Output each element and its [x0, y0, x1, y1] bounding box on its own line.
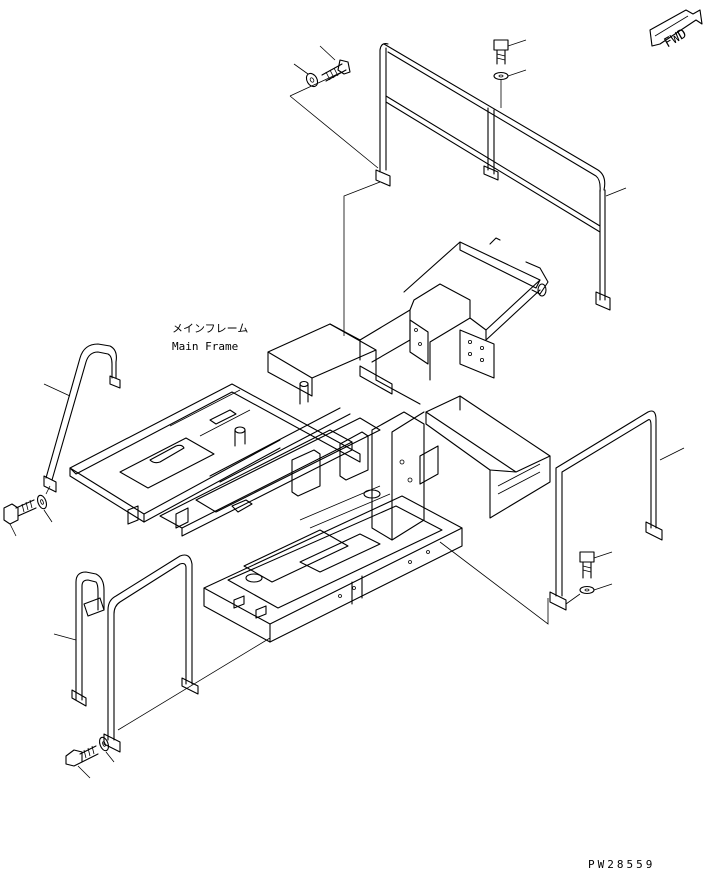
bolt-top-left[interactable] [319, 45, 351, 82]
bolt-right[interactable] [579, 551, 613, 579]
drawing-number: PW28559 [588, 858, 655, 871]
main-frame-label-en: Main Frame [172, 340, 238, 353]
bolt-top-right[interactable] [493, 39, 527, 65]
leader-frame-to-right [439, 541, 549, 625]
leader-handrail-to-frame [343, 181, 381, 336]
right-handrail[interactable] [549, 410, 685, 611]
bolt-left[interactable] [3, 499, 37, 537]
washer-right[interactable] [579, 583, 613, 595]
leader-left [45, 485, 51, 495]
washer-top-right[interactable] [493, 69, 527, 81]
leader-frame-to-front [117, 637, 271, 731]
front-left-handrail[interactable] [53, 554, 199, 753]
main-frame-label-jp: メインフレーム [172, 322, 248, 335]
washer-left[interactable] [36, 494, 53, 523]
left-grab-bar[interactable] [43, 343, 121, 493]
leader-top-left [289, 71, 379, 169]
leader-top-handrail [605, 187, 627, 197]
main-frame [69, 237, 551, 643]
fwd-arrow-icon: FWD [649, 9, 703, 51]
washer-bottom[interactable] [98, 736, 115, 763]
washer-top-left[interactable] [293, 63, 320, 89]
fwd-label: FWD [662, 26, 690, 51]
leader-right [565, 593, 581, 605]
bolt-bottom[interactable] [65, 745, 99, 779]
top-handrail[interactable] [375, 43, 611, 311]
